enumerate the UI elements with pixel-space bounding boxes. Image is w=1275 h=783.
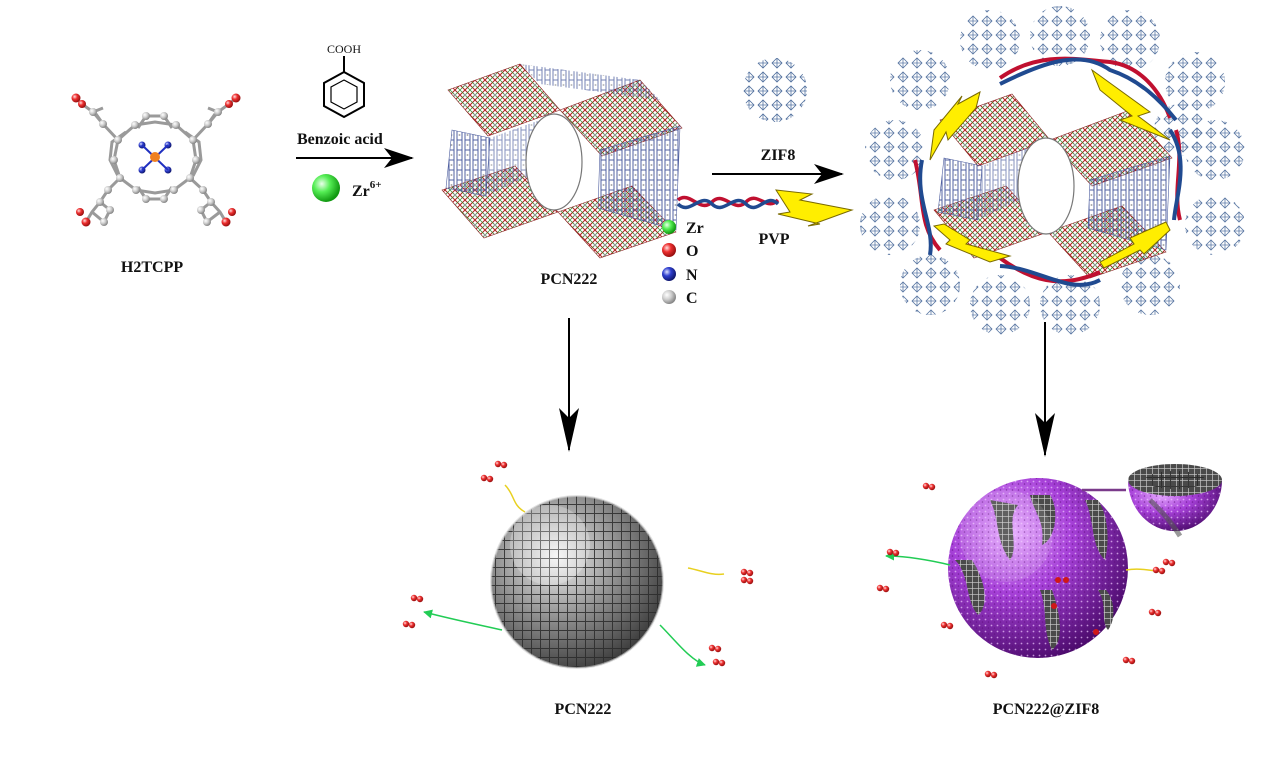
pcn222-framework-label: PCN222 [541,271,598,288]
pcn222-zif8-hemisphere-inset [1128,464,1222,538]
atom-legend: Zr O N C [662,220,704,307]
h2tcpp-molecule [71,93,241,227]
zr-ion-sphere [312,174,340,202]
legend-zr-label: Zr [686,220,704,237]
legend-o-label: O [686,243,698,260]
pcn222-zif8-sphere [948,478,1128,658]
h2tcpp-label: H2TCPP [121,259,183,276]
pcn222-zif8-label: PCN222@ZIF8 [993,701,1099,718]
carbon-atoms [89,108,222,226]
lightning-icon [775,189,854,227]
metal-center [150,152,160,162]
pcn222-sphere-label: PCN222 [555,701,612,718]
legend-n-label: N [686,267,698,284]
pcn222-oxygen-paths [402,460,754,667]
pvp-label: PVP [758,231,789,248]
pcn222-zif8-oxygen-paths [876,482,1176,679]
pcn222-sphere [490,495,664,669]
zr-ion-label: Zr6+ [352,179,382,200]
pcn222-zif8-framework [860,6,1245,335]
zif8-label: ZIF8 [761,147,796,164]
legend-n-sphere [662,267,676,281]
cooh-label: COOH [327,42,361,56]
legend-o-sphere [662,243,676,257]
legend-c-label: C [686,290,698,307]
dna-helix-icon [676,195,780,210]
pcn222-framework [441,63,683,259]
legend-zr-sphere [662,220,676,234]
legend-c-sphere [662,290,676,304]
benzoic-acid-structure [323,56,365,119]
benzoic-acid-label: Benzoic acid [297,131,383,148]
zif8-cluster-icon [743,58,807,122]
nitrogen-atoms [138,141,172,174]
oxygen-atoms [71,93,241,227]
